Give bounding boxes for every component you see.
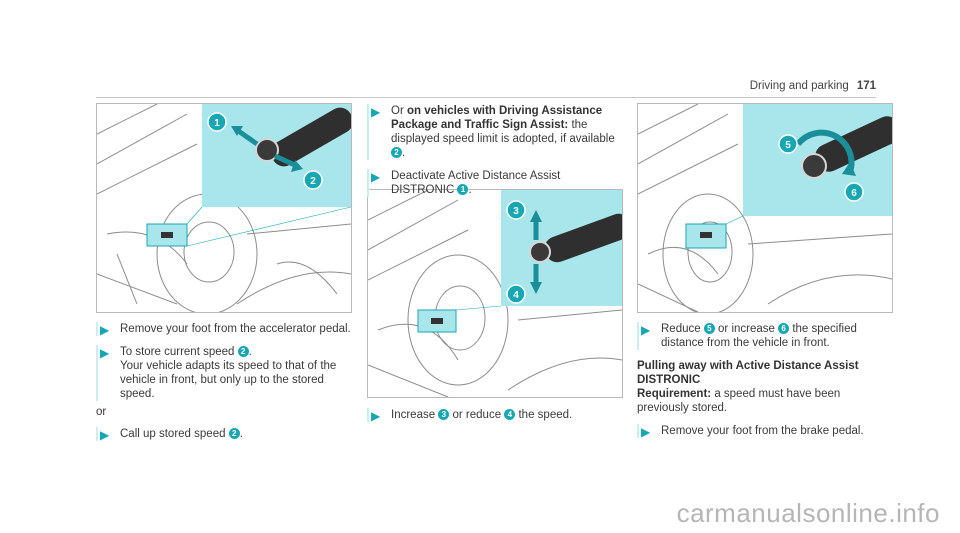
marker-4: 4 (513, 290, 519, 301)
step-speed-limit: ▶ Or on vehicles with Driving Assistance… (367, 104, 625, 160)
marker-3: 3 (513, 206, 519, 217)
marker-6: 6 (851, 188, 857, 199)
step-arrow-icon: ▶ (371, 170, 381, 184)
step-remove-brake: ▶ Remove your foot from the brake pedal. (637, 424, 895, 439)
step-arrow-icon: ▶ (371, 409, 381, 423)
header-rule (96, 97, 876, 98)
step-deactivate: ▶ Deactivate Active Distance Assist DIST… (367, 169, 625, 197)
requirement: Requirement: a speed must have been prev… (637, 388, 841, 414)
step-arrow-icon: ▶ (100, 346, 110, 360)
section-heading: Pulling away with Active Distance Assist… (637, 360, 859, 386)
figure-lever-adjust-speed: 3 4 (367, 189, 623, 398)
step-store-speed: ▶ To store current speed 2. Your vehicle… (96, 345, 358, 401)
marker-5: 5 (785, 140, 791, 151)
step-call-up-speed: ▶ Call up stored speed 2. (96, 427, 358, 442)
step-increase-reduce: ▶ Increase 3 or reduce 4 the speed. (367, 408, 625, 423)
step-arrow-icon: ▶ (641, 323, 651, 337)
step-arrow-icon: ▶ (641, 425, 651, 439)
step-distance: ▶ Reduce 5 or increase 6 the specified d… (637, 322, 895, 350)
page-header: Driving and parking 171 (750, 80, 876, 92)
figure-lever-adjust-distance: 5 6 (637, 103, 893, 313)
watermark: carmanualsonline.info (676, 498, 940, 528)
column-2-text-bottom: ▶ Increase 3 or reduce 4 the speed. (367, 408, 625, 431)
page-number: 171 (856, 80, 876, 92)
step-arrow-icon: ▶ (100, 323, 110, 337)
or-text: or (96, 406, 107, 418)
figure-lever-store-speed: 1 2 (96, 103, 352, 313)
step-arrow-icon: ▶ (100, 428, 110, 442)
step-arrow-icon: ▶ (371, 105, 381, 119)
marker-2: 2 (310, 176, 316, 187)
section-title: Driving and parking (749, 80, 849, 92)
column-2-text-top: ▶ Or on vehicles with Driving Assistance… (367, 104, 625, 206)
step-remove-foot: ▶ Remove your foot from the accelerator … (96, 322, 358, 337)
column-3-text: ▶ Reduce 5 or increase 6 the specified d… (637, 322, 895, 447)
marker-1: 1 (214, 118, 220, 129)
column-1-text: ▶ Remove your foot from the accelerator … (96, 322, 358, 450)
